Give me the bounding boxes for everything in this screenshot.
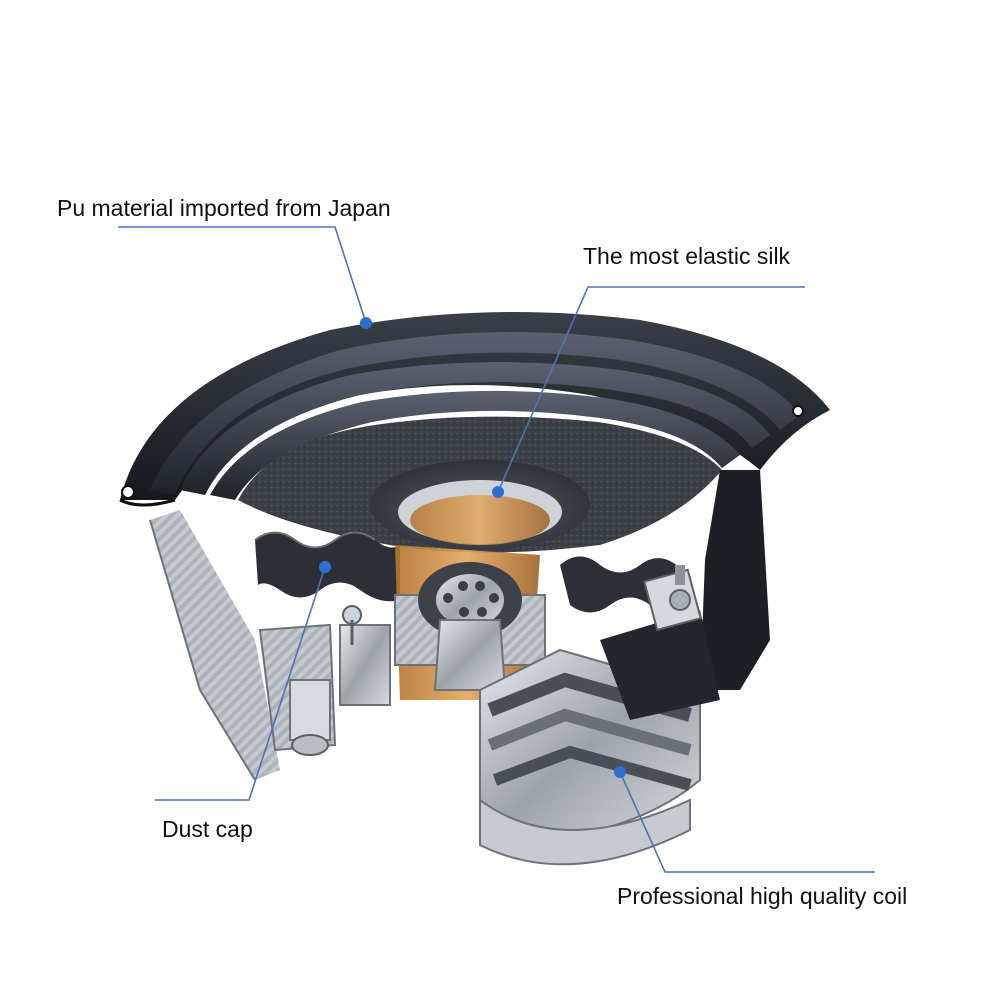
frame-cutaway-right [700, 470, 770, 690]
mount-hole-left [121, 485, 135, 499]
mount-hole-right [792, 405, 804, 417]
terminal-icon [643, 565, 702, 632]
callout-dot-silk [492, 486, 504, 498]
surround-ridge-outer [150, 332, 800, 495]
callout-label-dust-cap: Dust cap [162, 816, 253, 842]
callout-label-coil: Professional high quality coil [617, 883, 908, 909]
callout-label-pu-material: Pu material imported from Japan [57, 195, 391, 221]
cutaway-left-wall [150, 510, 280, 780]
callout-dot-pu [360, 317, 372, 329]
callout-dot-dust [319, 561, 331, 573]
callout-label-elastic-silk: The most elastic silk [583, 243, 791, 269]
leader-line-silk [497, 286, 805, 493]
leader-lines [118, 226, 875, 873]
surround-ridge-inner [210, 390, 740, 500]
leader-line-pu [118, 226, 367, 324]
leader-line-coil [619, 771, 875, 873]
leader-line-dust [155, 566, 326, 801]
surround-ridge-middle [180, 362, 770, 495]
callout-dot-coil [614, 766, 626, 778]
